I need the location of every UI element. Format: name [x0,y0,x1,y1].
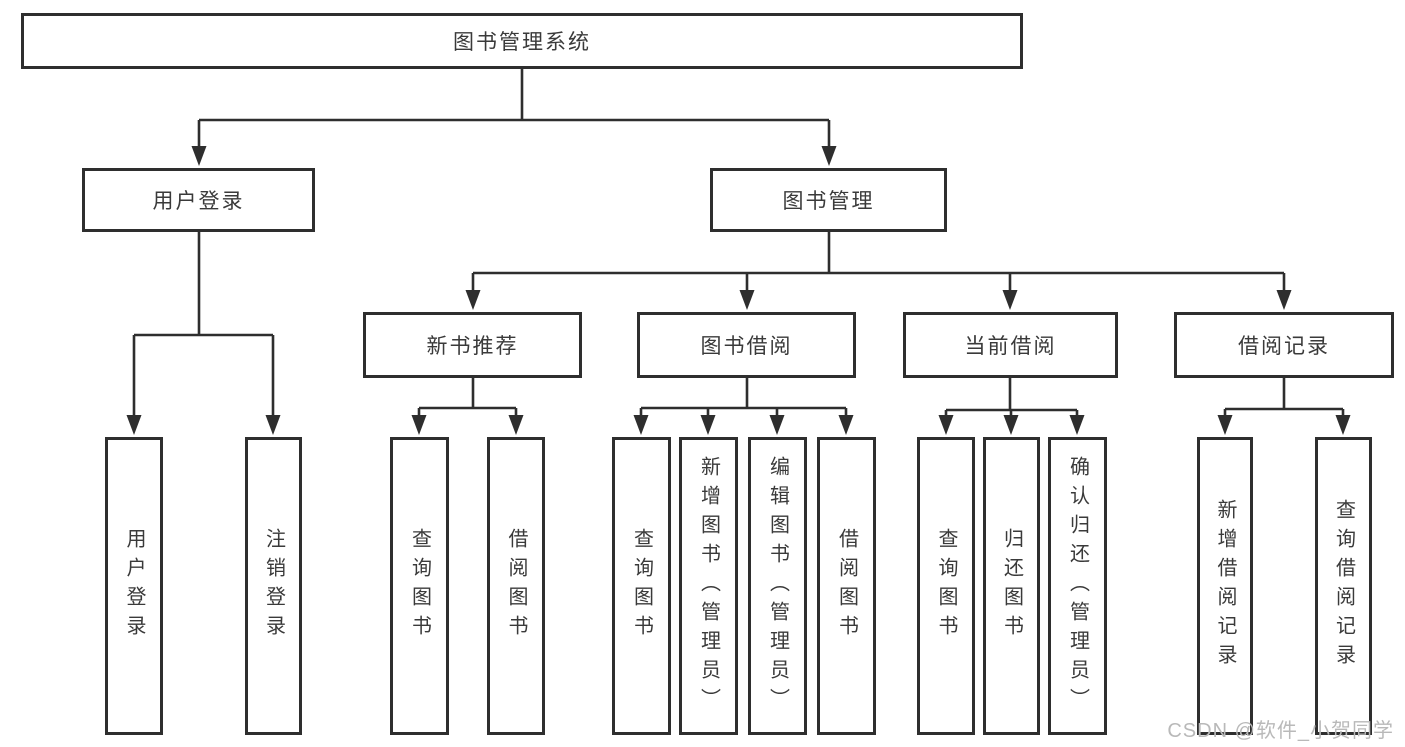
node-user-login-label: 用户登录 [152,190,245,213]
leaf-query-books-current: 查询图书 [917,437,975,735]
node-borrowing-records: 借阅记录 [1174,312,1394,378]
node-current-borrowing: 当前借阅 [903,312,1118,378]
leaf-return-books-label: 归还图书 [1000,528,1023,644]
leaf-borrow-books-recommend: 借阅图书 [487,437,545,735]
node-book-management: 图书管理 [710,168,947,232]
node-user-login: 用户登录 [82,168,315,232]
leaf-query-books-borrowing: 查询图书 [612,437,671,735]
leaf-logout: 注销登录 [245,437,302,735]
leaf-add-books-admin: 新增图书（管理员） [679,437,738,735]
leaf-borrow-books-borrowing: 借阅图书 [817,437,876,735]
leaf-edit-books-admin-label: 编辑图书（管理员） [766,455,789,717]
leaf-return-books: 归还图书 [983,437,1040,735]
leaf-add-books-admin-label: 新增图书（管理员） [697,455,720,717]
leaf-query-borrow-record-label: 查询借阅记录 [1332,499,1355,673]
leaf-query-books-recommend-label: 查询图书 [408,528,431,644]
node-root-system-label: 图书管理系统 [453,31,591,54]
node-current-borrowing-label: 当前借阅 [964,335,1057,358]
leaf-query-books-current-label: 查询图书 [935,528,957,644]
leaf-query-books-borrowing-label: 查询图书 [630,528,653,644]
leaf-edit-books-admin: 编辑图书（管理员） [748,437,807,735]
leaf-add-borrow-record: 新增借阅记录 [1197,437,1253,735]
leaf-logout-label: 注销登录 [262,528,285,644]
node-new-book-recommend: 新书推荐 [363,312,582,378]
node-book-borrowing: 图书借阅 [637,312,856,378]
leaf-confirm-return-admin: 确认归还（管理员） [1048,437,1107,735]
leaf-user-login: 用户登录 [105,437,163,735]
node-root-system: 图书管理系统 [21,13,1023,69]
leaf-query-books-recommend: 查询图书 [390,437,449,735]
leaf-add-borrow-record-label: 新增借阅记录 [1214,499,1236,673]
leaf-borrow-books-borrowing-label: 借阅图书 [835,528,858,644]
leaf-query-borrow-record: 查询借阅记录 [1315,437,1372,735]
node-book-management-label: 图书管理 [782,190,875,213]
csdn-watermark: CSDN @软件_小贺同学 [1167,720,1394,742]
node-book-borrowing-label: 图书借阅 [700,335,793,358]
node-new-book-recommend-label: 新书推荐 [426,335,519,358]
leaf-user-login-label: 用户登录 [123,528,145,644]
leaf-confirm-return-admin-label: 确认归还（管理员） [1066,455,1089,717]
leaf-borrow-books-recommend-label: 借阅图书 [505,528,527,644]
node-borrowing-records-label: 借阅记录 [1238,335,1330,358]
